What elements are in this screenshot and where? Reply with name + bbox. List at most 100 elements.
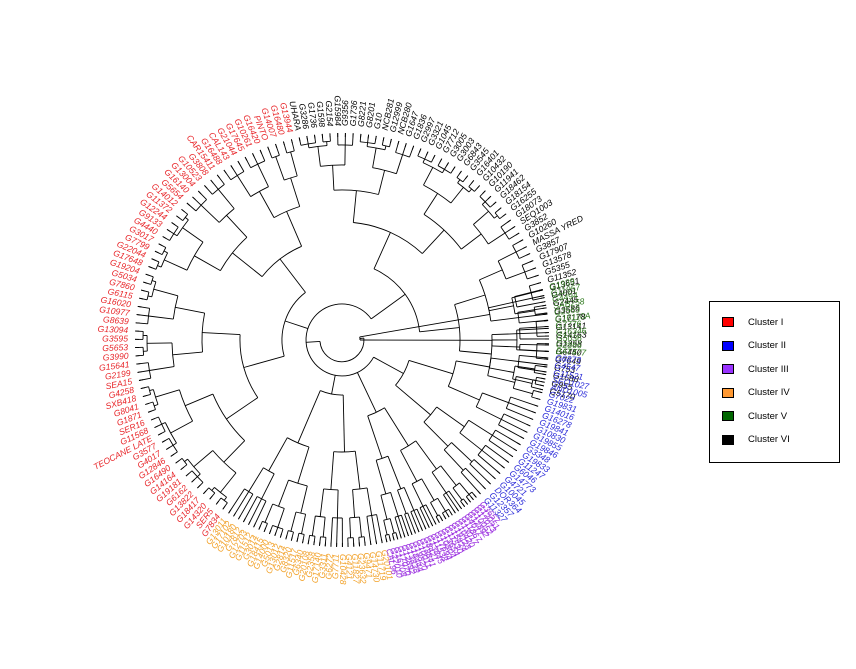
branch [540,380,545,383]
branch [349,517,352,538]
branch [518,361,548,366]
branch [184,458,188,462]
leaf-label: G16110A [554,310,591,323]
branch [375,460,387,495]
branch [202,332,241,336]
branch [497,207,502,211]
branch [417,528,420,533]
branch [263,527,267,532]
branch [256,496,267,502]
branch [510,396,539,407]
branch [342,394,345,453]
branch [252,153,255,158]
branch [191,479,195,483]
branch [268,529,272,535]
branch [488,301,516,309]
branch [536,282,542,285]
branch [482,190,486,194]
branch [481,204,495,219]
branch [152,401,156,410]
branch [372,147,377,168]
branch [498,424,525,439]
branch [534,274,539,277]
branch [223,440,246,463]
branch [168,438,178,453]
branch [403,487,415,511]
branch [373,232,391,270]
branch [464,175,469,180]
leaf-label: G3586 [553,303,580,316]
branch [481,201,486,205]
branch [400,450,418,482]
branch [203,490,207,495]
branch [430,497,438,503]
branch [322,140,331,143]
branch [366,516,372,546]
branch [516,301,546,308]
leaf-label: G2563 [554,304,581,317]
leaf-label: G8201 [364,101,377,128]
branch [192,196,196,200]
branch [180,466,185,471]
branch [371,515,378,545]
branch [507,219,511,223]
branch [543,313,548,315]
branch [320,164,345,167]
branch [519,325,549,329]
branch [185,393,214,407]
branch [181,208,185,213]
branch [411,478,422,485]
branch [464,501,469,505]
branch [491,345,520,348]
branch [540,295,545,297]
leaf-label: G14163 [556,330,587,341]
branch [366,487,373,516]
branch [298,137,301,142]
branch [487,375,516,383]
branch [528,285,534,301]
branch [319,488,325,517]
branch [359,313,490,338]
branch [359,517,362,538]
branch [538,391,543,394]
branch [520,436,525,439]
branch [288,479,308,487]
legend-label: Cluster III [748,363,789,375]
branch [173,233,178,237]
branch [383,520,388,535]
branch [301,514,307,534]
branch [250,160,265,169]
branch [542,370,547,373]
branch [542,373,547,376]
branch [538,288,543,291]
branch [458,505,462,510]
branch [452,166,456,171]
leaf-label: G7711 [330,554,341,580]
branch [529,260,534,263]
branch [397,140,400,145]
branch [375,540,378,545]
legend-swatch [722,411,734,421]
branch [185,473,190,477]
branch [488,440,514,458]
branch [352,190,357,223]
branch [542,304,547,307]
branch [459,432,483,451]
branch [149,389,154,392]
branch [481,449,505,469]
branch [513,387,533,395]
branch [281,292,306,357]
branch [467,498,471,503]
branch [228,488,245,514]
branch [436,406,465,428]
branch [413,529,416,534]
branch [540,297,545,299]
branch [508,402,536,414]
branch [425,151,429,156]
legend-swatch [722,387,734,398]
branch [430,502,439,516]
branch [176,215,180,219]
branch [485,444,510,463]
branch [370,293,406,320]
branch [538,289,544,292]
